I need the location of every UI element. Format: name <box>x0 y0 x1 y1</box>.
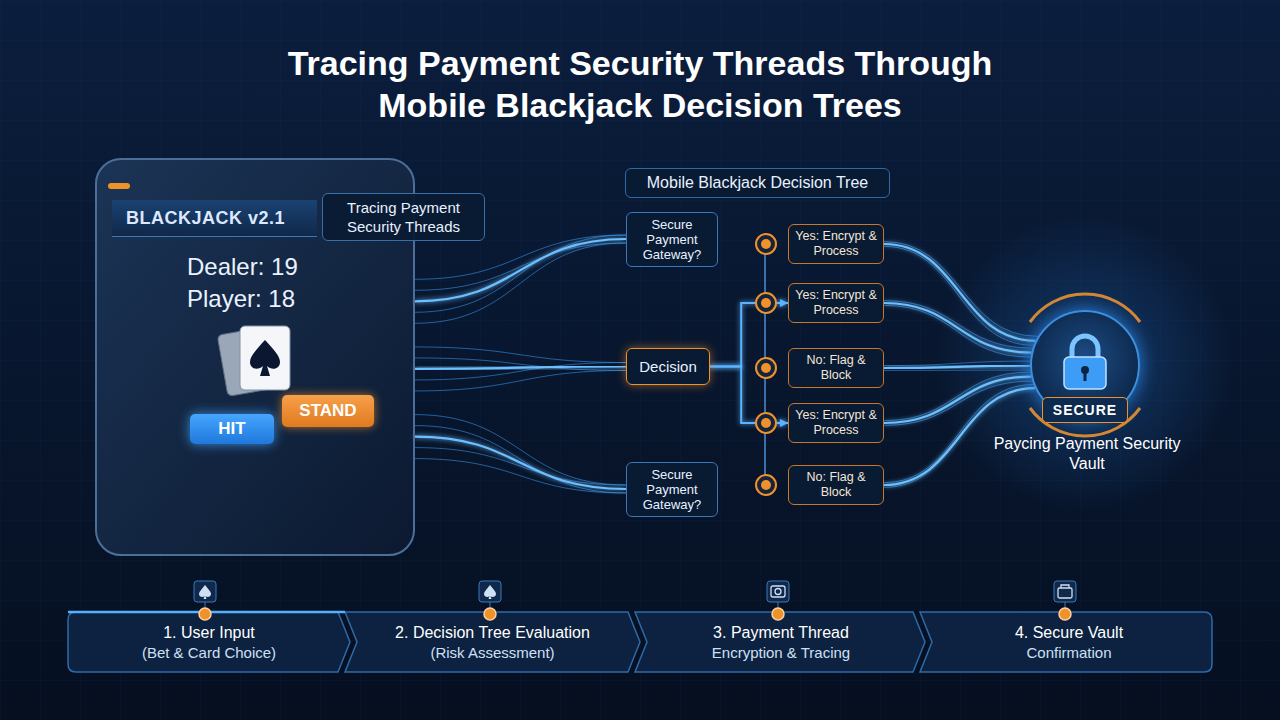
arrow-connector <box>718 243 788 245</box>
score-text: Dealer: 19 Player: 18 <box>187 251 337 315</box>
decision-box: Secure Payment Gateway? <box>626 462 718 517</box>
outcome-box: Yes: Encrypt & Process <box>788 283 884 323</box>
node-text: Decision <box>639 358 697 375</box>
junction-dots <box>756 234 776 495</box>
thread-strand <box>884 370 1030 371</box>
node-text: Tracing Payment Security Threads <box>329 198 478 236</box>
node-text: Yes: Encrypt & Process <box>795 229 877 259</box>
lock-icon <box>1064 336 1106 389</box>
decision-box: Decision <box>626 348 710 385</box>
arrow-connector <box>710 367 788 424</box>
node-text: Yes: Encrypt & Process <box>795 408 877 438</box>
thread-strand <box>415 415 626 485</box>
node-text: No: Flag & Block <box>795 353 877 383</box>
thread-label-box: Tracing Payment Security Threads <box>322 193 485 241</box>
security-vault: Paycing Payment Security VaultSECURE <box>1030 310 1140 420</box>
decision-box: Secure Payment Gateway? <box>626 212 718 267</box>
thread-connector <box>415 239 626 301</box>
step-detail: (Risk Assessment) <box>430 643 554 662</box>
step-title: 3. Payment Thread <box>713 623 849 643</box>
arrow-connector <box>710 303 788 367</box>
thread-strand <box>884 246 1034 345</box>
tree-title-box: Mobile Blackjack Decision Tree <box>625 168 890 198</box>
step-detail: Confirmation <box>1026 643 1111 662</box>
thread-strand <box>415 347 626 363</box>
node-text: Yes: Encrypt & Process <box>795 288 877 318</box>
step-detail: (Bet & Card Choice) <box>142 643 276 662</box>
thread-connector <box>884 377 1031 423</box>
thread-strand <box>415 448 626 485</box>
step-title: 4. Secure Vault <box>1015 623 1123 643</box>
outcome-box: Yes: Encrypt & Process <box>788 403 884 443</box>
node-text: HIT <box>218 419 245 439</box>
thread-strand <box>884 242 1038 337</box>
arrow-connector <box>718 484 788 486</box>
process-step: 2. Decision Tree Evaluation(Risk Assessm… <box>360 614 625 670</box>
process-step: 1. User Input(Bet & Card Choice) <box>80 614 338 670</box>
step-title: 2. Decision Tree Evaluation <box>395 623 590 643</box>
outcome-box: No: Flag & Block <box>788 465 884 505</box>
thread-connector <box>884 244 1036 341</box>
thread-connector <box>884 366 1030 368</box>
node-text: SECURE <box>1053 402 1117 418</box>
node-text: Mobile Blackjack Decision Tree <box>647 173 868 193</box>
step-band <box>68 612 1212 672</box>
app-header: BLACKJACK v2.1 <box>112 200 317 237</box>
stand-button: STAND <box>282 395 374 427</box>
outcome-box: No: Flag & Block <box>788 348 884 388</box>
thread-strand <box>415 358 626 371</box>
process-step: 3. Payment ThreadEncryption & Tracing <box>650 614 912 670</box>
thread-strand <box>415 371 626 391</box>
thread-strand <box>415 235 626 312</box>
node-text: Secure Payment Gateway? <box>633 217 711 262</box>
thread-strand <box>415 243 626 323</box>
step-title: 1. User Input <box>163 623 255 643</box>
node-text: Secure Payment Gateway? <box>633 467 711 512</box>
process-step: 4. Secure VaultConfirmation <box>935 614 1203 670</box>
vault-label: Paycing Payment Security Vault <box>987 434 1187 474</box>
thread-connector <box>415 437 626 489</box>
vault-glow <box>935 215 1235 515</box>
thread-connector <box>884 303 1031 353</box>
outcome-box: Yes: Encrypt & Process <box>788 224 884 264</box>
node-text: STAND <box>299 401 356 421</box>
thread-strand <box>884 305 1031 357</box>
thread-strand <box>884 381 1032 425</box>
hit-button: HIT <box>190 414 274 444</box>
node-text: No: Flag & Block <box>795 470 877 500</box>
step-detail: Encryption & Tracing <box>712 643 850 662</box>
thread-connector <box>415 367 626 369</box>
thread-strand <box>415 426 626 493</box>
secure-badge: SECURE <box>1042 397 1128 423</box>
step-markers <box>194 581 1076 620</box>
vault-illustration <box>1030 294 1140 436</box>
diagram-title: Tracing Payment Security Threads Through… <box>230 42 1050 126</box>
